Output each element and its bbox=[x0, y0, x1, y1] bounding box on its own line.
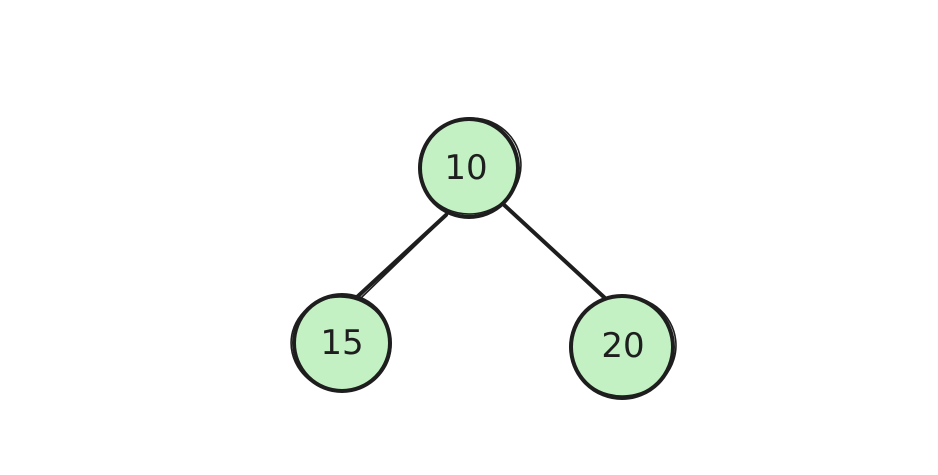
node-label-right: 20 bbox=[601, 326, 644, 366]
tree-node-root: 10 bbox=[418, 117, 522, 219]
edge-root-left bbox=[354, 212, 450, 300]
node-circle bbox=[418, 117, 520, 219]
edge-root-right bbox=[498, 198, 611, 303]
tree-node-right: 20 bbox=[569, 294, 677, 400]
tree-node-left: 15 bbox=[290, 293, 392, 393]
node-label-root: 10 bbox=[444, 148, 487, 188]
node-label-left: 15 bbox=[320, 323, 363, 363]
